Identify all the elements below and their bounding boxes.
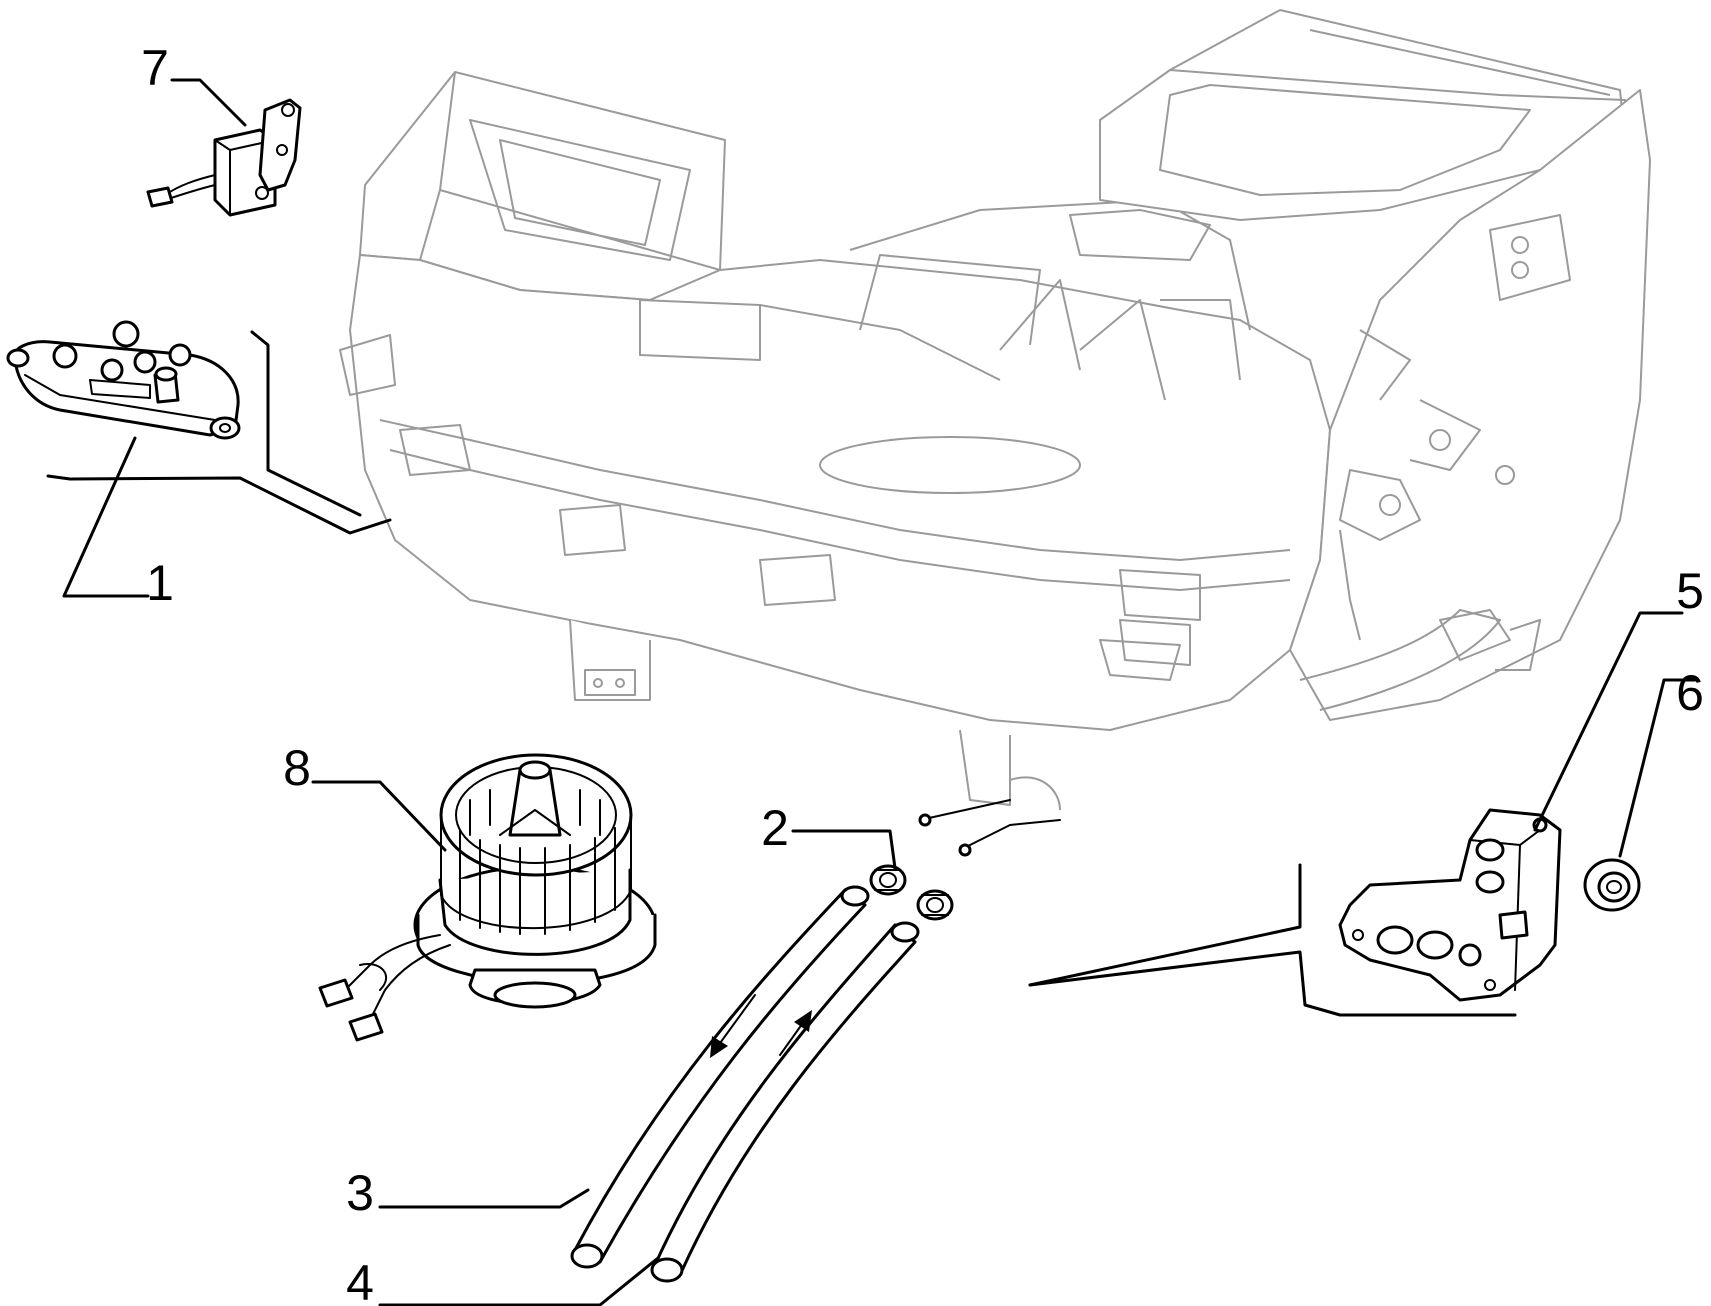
hose-icon [570, 885, 870, 1269]
actuator-icon [146, 98, 302, 217]
bracket-plate-icon [1338, 808, 1562, 1002]
callout-labels: 7 1 8 2 3 4 5 6 [141, 40, 1704, 1306]
heater-housing-icon [339, 9, 1651, 857]
callout-6: 6 [1676, 665, 1704, 721]
callout-4: 4 [346, 1255, 374, 1306]
callout-1: 1 [146, 555, 174, 611]
callout-8: 8 [283, 740, 311, 796]
leader-lines [46, 78, 1697, 1306]
hose-clamp-icon [869, 864, 954, 921]
blower-fan-icon [318, 753, 657, 1042]
callout-7: 7 [141, 40, 169, 96]
grommet-icon [1583, 858, 1641, 912]
resistor-plate-icon [6, 320, 241, 440]
hose-icon [650, 921, 920, 1283]
flow-arrow-icon [710, 994, 812, 1058]
callout-5: 5 [1676, 563, 1704, 619]
callout-2: 2 [761, 800, 789, 856]
callout-3: 3 [346, 1165, 374, 1221]
